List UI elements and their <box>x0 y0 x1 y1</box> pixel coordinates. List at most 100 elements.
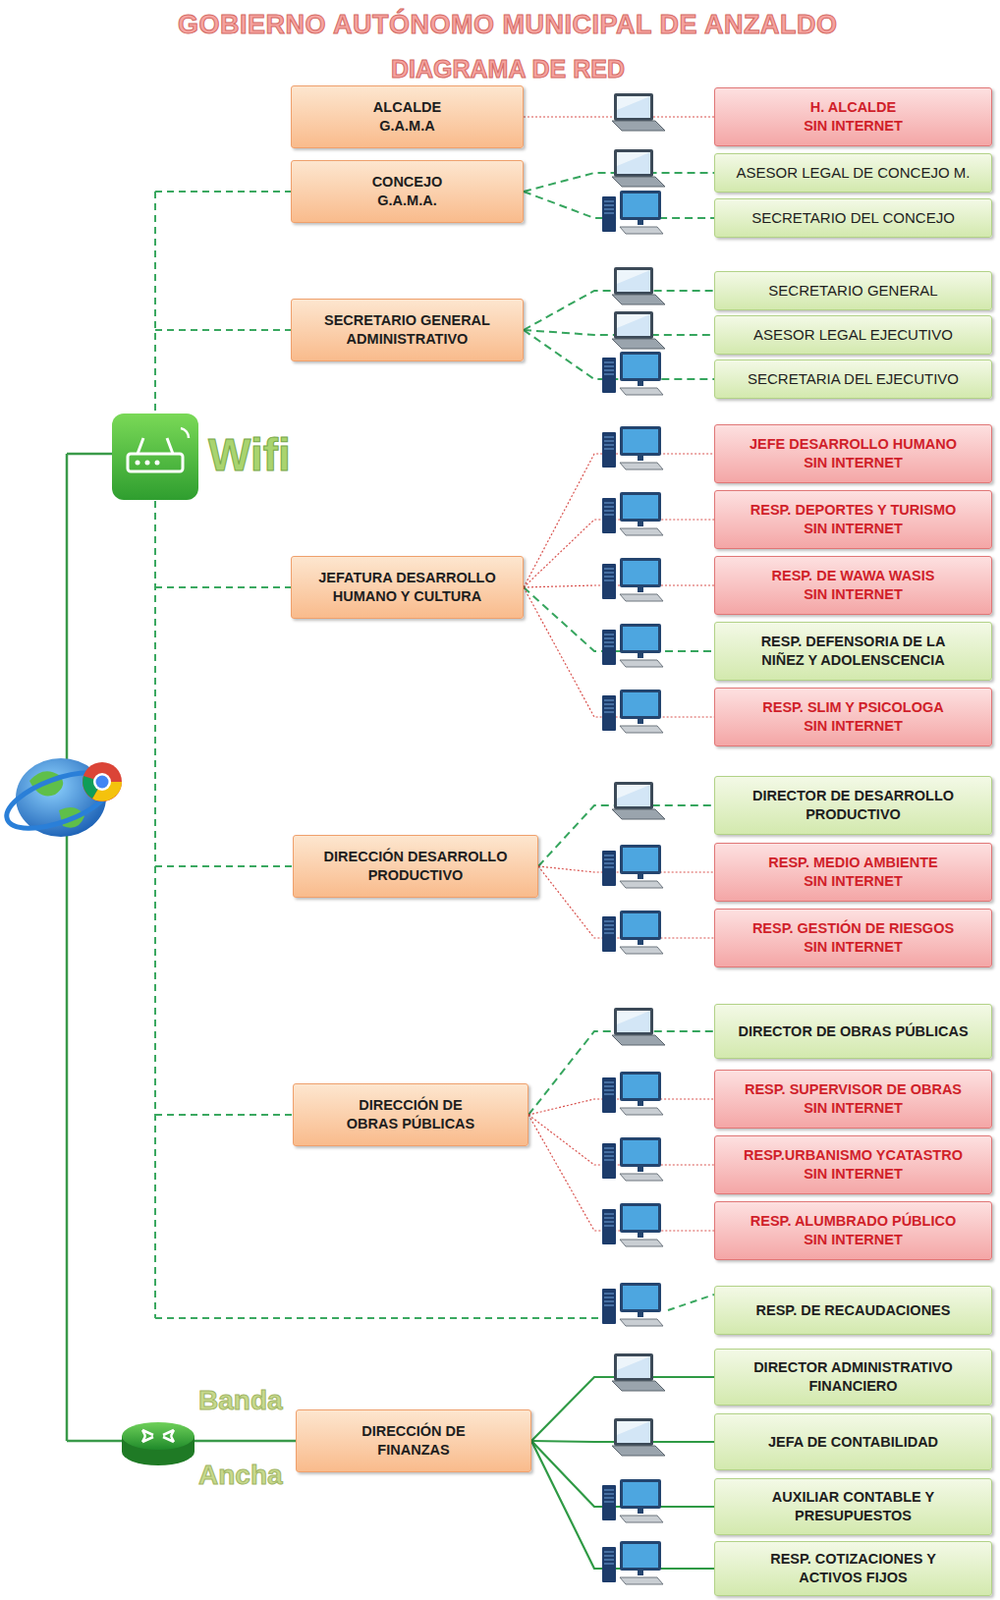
tower-slot <box>604 1552 614 1554</box>
monitor-frame <box>619 1137 662 1167</box>
keyboard <box>619 594 664 602</box>
screen-shine <box>616 314 651 329</box>
keyboard <box>619 725 664 733</box>
connected-user-box: AUXILIAR CONTABLE Y PRESUPUESTOS <box>714 1478 993 1536</box>
monitor-screen <box>622 495 659 519</box>
status-text: SIN INTERNET <box>803 1099 903 1118</box>
keyboard <box>619 226 664 234</box>
laptop-base <box>611 120 666 131</box>
laptop-frame <box>613 1353 654 1382</box>
status-text: SIN INTERNET <box>803 938 903 957</box>
tower-slot <box>604 700 614 702</box>
box-text: SECRETARIO GENERAL ADMINISTRATIVO <box>309 311 506 349</box>
laptop-frame <box>613 311 654 339</box>
tower-slot <box>604 1218 614 1220</box>
laptop-base <box>611 1035 666 1046</box>
monitor-stand <box>637 940 644 945</box>
network-link <box>538 866 715 939</box>
tower-slot <box>604 209 614 211</box>
tower-slot <box>604 1501 614 1503</box>
tower-slot <box>604 506 614 508</box>
monitor-frame <box>619 1071 662 1102</box>
network-link <box>528 1031 715 1115</box>
tower-slot <box>604 925 614 927</box>
box-text: SECRETARIO DEL CONCEJO <box>751 208 955 228</box>
tower-slot <box>604 1490 614 1492</box>
wifi-line <box>154 500 157 1319</box>
connected-user-box: SECRETARIO GENERAL <box>714 271 993 311</box>
laptop-screen <box>616 1421 651 1444</box>
wifi-line <box>155 1317 602 1320</box>
connected-user-box: RESP. DEFENSORIA DE LA NIÑEZ Y ADOLENSCE… <box>714 621 993 681</box>
monitor-stand <box>637 719 644 724</box>
wifi-line <box>155 190 291 193</box>
offline-user-box: RESP. SUPERVISOR DE OBRASSIN INTERNET <box>714 1069 993 1129</box>
laptop-icon <box>611 1418 666 1456</box>
monitor-stand <box>637 874 644 880</box>
keyboard <box>619 1577 664 1585</box>
tower-slot <box>604 1559 614 1561</box>
laptop-icon <box>611 93 666 131</box>
tower-slot <box>604 1297 614 1299</box>
laptop-icon <box>611 311 666 349</box>
status-text: SIN INTERNET <box>803 717 903 736</box>
box-text: DIRECCIÓN DE OBRAS PÚBLICAS <box>336 1096 485 1134</box>
unit-box: DIRECCIÓN DE FINANZAS <box>295 1409 532 1473</box>
keyboard <box>619 1173 664 1181</box>
box-text: DIRECCIÓN DESARROLLO PRODUCTIVO <box>312 847 519 886</box>
pc-tower <box>602 1143 616 1179</box>
monitor-stand <box>637 1570 644 1576</box>
tower-slot <box>604 1305 614 1307</box>
box-text: RESP. DE RECAUDACIONES <box>756 1301 951 1321</box>
connected-user-box: JEFA DE CONTABILIDAD <box>714 1413 993 1471</box>
tower-slot <box>604 646 614 648</box>
monitor-screen <box>622 1074 659 1099</box>
monitor-frame <box>619 1203 662 1233</box>
monitor-frame <box>619 492 662 522</box>
laptop-screen <box>616 152 651 174</box>
tower-slot <box>604 1494 614 1496</box>
broadband-label: Banda <box>198 1385 283 1417</box>
tower-slot <box>604 374 614 376</box>
desktop-icon <box>602 910 664 954</box>
box-text: ASESOR LEGAL DE CONCEJO M. <box>736 163 971 183</box>
pc-tower <box>602 563 616 600</box>
laptop-icon <box>611 1007 666 1046</box>
monitor-stand <box>637 653 644 659</box>
pc-tower <box>602 1077 616 1113</box>
pc-tower <box>602 357 616 393</box>
laptop-screen <box>616 314 651 336</box>
connected-user-box: RESP. DE RECAUDACIONES <box>714 1285 993 1335</box>
keyboard <box>619 946 664 954</box>
laptop-frame <box>613 1007 654 1036</box>
offline-user-box: RESP. DEPORTES Y TURISMOSIN INTERNET <box>714 490 993 550</box>
box-text: CONCEJO G.A.M.A. <box>358 172 457 211</box>
tower-slot <box>604 1498 614 1500</box>
monitor-frame <box>619 190 662 221</box>
laptop-base <box>611 338 666 349</box>
screen-shine <box>616 1421 651 1436</box>
monitor-frame <box>619 689 662 720</box>
laptop-screen <box>616 1356 651 1379</box>
unit-box: SECRETARIO GENERAL ADMINISTRATIVO <box>290 298 524 362</box>
tower-slot <box>604 441 614 443</box>
tower-slot <box>604 1563 614 1565</box>
laptop-icon <box>611 781 666 820</box>
laptop-screen <box>616 784 651 807</box>
network-link <box>531 1377 715 1442</box>
monitor-screen <box>622 560 659 585</box>
desktop-icon <box>602 1203 664 1247</box>
network-link <box>523 191 715 219</box>
network-link <box>528 1099 715 1115</box>
monitor-frame <box>619 844 662 875</box>
box-text: DIRECTOR DE DESARROLLO PRODUCTIVO <box>740 786 967 825</box>
pc-tower <box>602 916 616 952</box>
tower-slot <box>604 1225 614 1227</box>
box-text: AUXILIAR CONTABLE Y PRESUPUESTOS <box>750 1488 957 1526</box>
laptop-screen <box>616 270 651 292</box>
box-text: ASESOR LEGAL EJECUTIVO <box>753 325 953 345</box>
monitor-frame <box>619 623 662 654</box>
tower-slot <box>604 510 614 512</box>
status-text: SIN INTERNET <box>803 1165 903 1184</box>
wifi-line <box>155 1113 293 1116</box>
